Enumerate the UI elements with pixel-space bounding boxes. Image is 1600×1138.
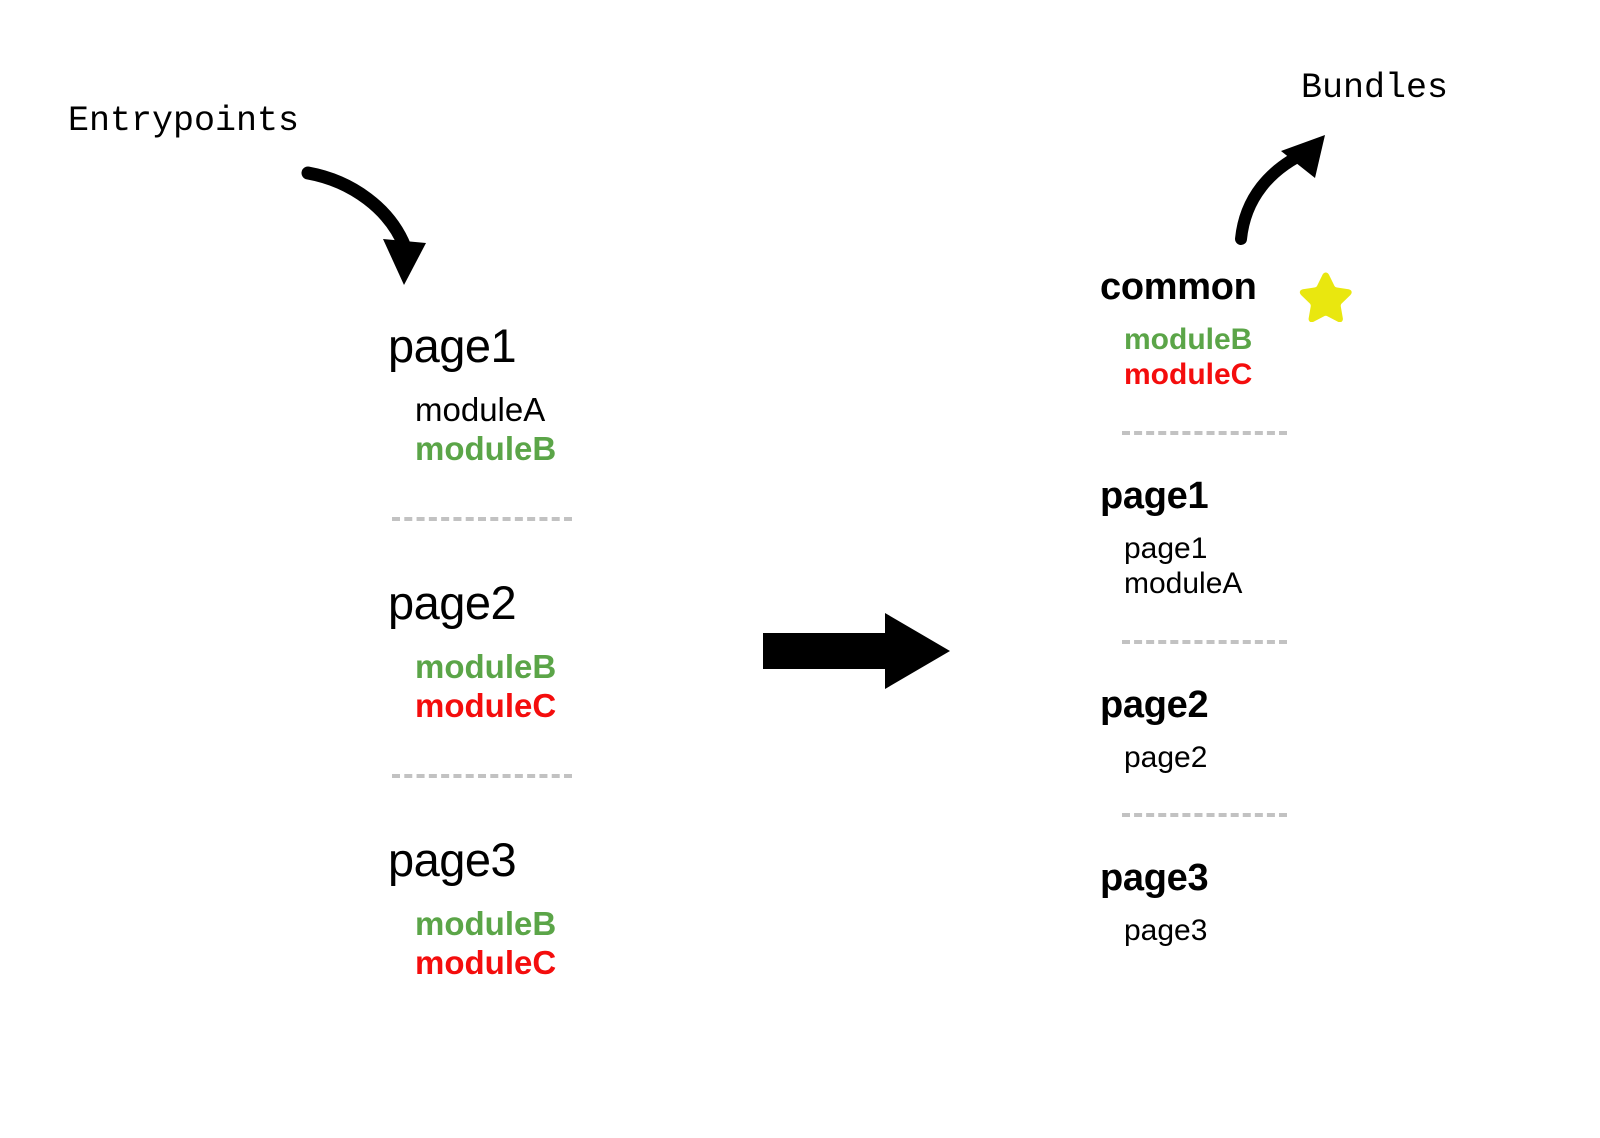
bundle-module-list: page2: [1100, 740, 1420, 775]
spacer: [1100, 393, 1420, 431]
bundle-module-list: page1 moduleA: [1100, 531, 1420, 602]
list-item: moduleB: [415, 429, 557, 467]
group-divider: [1122, 430, 1287, 435]
list-item: moduleC: [1124, 358, 1253, 392]
bundle-group-common: common moduleB moduleC: [1100, 268, 1420, 393]
group-divider: [1122, 812, 1287, 817]
entrypoint-module-list: moduleB moduleC: [388, 648, 688, 726]
list-item: moduleB: [415, 647, 557, 685]
list-item: page3: [1124, 913, 1208, 947]
list-item: moduleC: [415, 686, 557, 724]
spacer: [1100, 602, 1420, 640]
spacer: [388, 469, 688, 517]
bundle-group-title: page2: [1100, 683, 1209, 726]
bundle-group-page2: page2 page2: [1100, 686, 1420, 775]
spacer: [1100, 817, 1420, 859]
entrypoint-group-page1: page1 moduleA moduleB: [388, 322, 688, 469]
bundle-group-title: page1: [1100, 474, 1209, 517]
group-divider: [1122, 639, 1287, 644]
bundles-label: Bundles: [1301, 68, 1449, 108]
spacer: [388, 521, 688, 579]
list-item: moduleB: [415, 904, 557, 942]
star-icon: [1299, 272, 1352, 322]
bundle-group-page3: page3 page3: [1100, 859, 1420, 948]
bundle-module-list: page3: [1100, 913, 1420, 948]
curved-arrow-down-right-icon: [301, 166, 426, 285]
entrypoint-group-title: page2: [388, 575, 517, 629]
group-divider: [392, 773, 572, 778]
bundle-group-title: page3: [1100, 856, 1209, 899]
list-item: moduleA: [1124, 567, 1243, 601]
spacer: [1100, 775, 1420, 813]
entrypoint-module-list: moduleB moduleC: [388, 905, 688, 983]
entrypoint-group-title: page1: [388, 319, 517, 372]
curved-arrow-up-right-icon: [1235, 135, 1325, 245]
bundles-column: common moduleB moduleC page1 page1 modul…: [1100, 268, 1420, 948]
entrypoint-group-page2: page2 moduleB moduleC: [388, 579, 688, 726]
entrypoints-label: Entrypoints: [68, 101, 300, 141]
entrypoints-column: page1 moduleA moduleB page2 moduleB modu…: [388, 322, 688, 983]
list-item: page2: [1124, 740, 1208, 774]
list-item: page1: [1124, 531, 1208, 565]
bundle-group-page1: page1 page1 moduleA: [1100, 477, 1420, 602]
entrypoint-group-title: page3: [388, 832, 517, 886]
spacer: [388, 726, 688, 774]
spacer: [1100, 644, 1420, 686]
spacer: [388, 778, 688, 836]
bundle-title-row: common: [1100, 268, 1420, 322]
block-arrow-right-icon: [763, 613, 950, 689]
bundle-group-title: common: [1100, 266, 1257, 308]
list-item: moduleC: [415, 943, 557, 981]
entrypoint-group-page3: page3 moduleB moduleC: [388, 836, 688, 983]
list-item: moduleB: [1124, 323, 1253, 356]
group-divider: [392, 516, 572, 521]
spacer: [1100, 435, 1420, 477]
bundle-module-list: moduleB moduleC: [1100, 322, 1420, 393]
entrypoint-module-list: moduleA moduleB: [388, 391, 688, 469]
list-item: moduleA: [415, 391, 546, 428]
